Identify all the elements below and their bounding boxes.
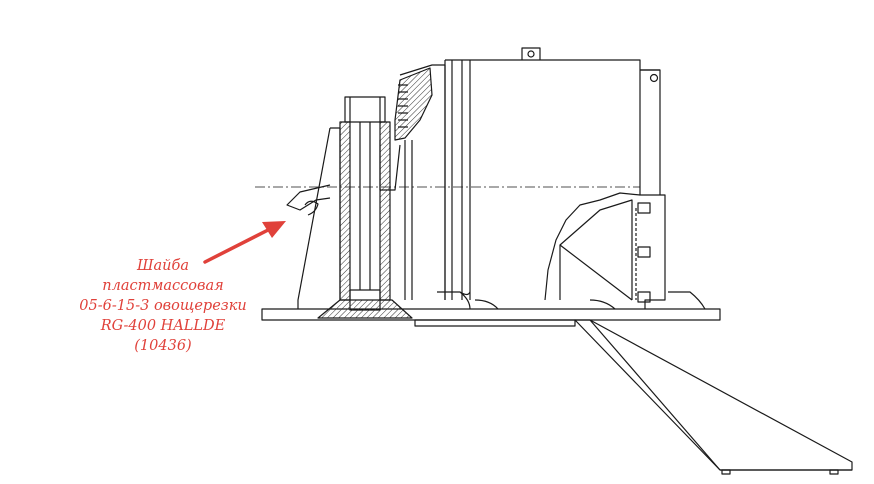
chute-hook-loop <box>304 200 319 216</box>
chute-outer <box>297 127 331 309</box>
foot-3 <box>668 291 706 310</box>
housing-body <box>470 59 666 309</box>
hub-hatched <box>394 67 433 141</box>
cutaway-bolts <box>635 202 651 303</box>
callout-arrow <box>203 221 286 264</box>
cutaway-inner <box>559 199 633 300</box>
top-handle <box>521 47 541 60</box>
foot-1 <box>437 291 471 310</box>
chute-hook <box>286 184 331 211</box>
base-plate-lower <box>414 319 576 327</box>
discharge-ramp <box>574 319 853 471</box>
hub-spring <box>398 84 408 128</box>
foot-4 <box>589 299 616 310</box>
shaft-cap <box>344 96 386 123</box>
base-plate <box>261 308 721 321</box>
housing-side-panel <box>640 69 661 195</box>
top-handle-pin <box>527 50 535 58</box>
shaft-body-hatched-right <box>379 121 391 301</box>
shaft-body-hatched <box>339 121 351 301</box>
slicer-assembly <box>255 47 853 475</box>
cutaway-diagonal <box>559 244 633 301</box>
part-callout-label: Шайба пластмассовая 05-6-15-3 овощерезки… <box>79 258 247 354</box>
ramp-foot-left <box>721 469 731 475</box>
ramp-foot-right <box>829 469 839 475</box>
cutaway-outline <box>544 192 641 301</box>
shaft-washer-hatched <box>317 299 413 319</box>
shaft-flange <box>330 127 341 300</box>
housing-bolt <box>649 73 659 83</box>
hub-housing <box>399 64 446 300</box>
discharge-ramp-edge <box>589 319 721 471</box>
foot-2 <box>474 299 499 310</box>
